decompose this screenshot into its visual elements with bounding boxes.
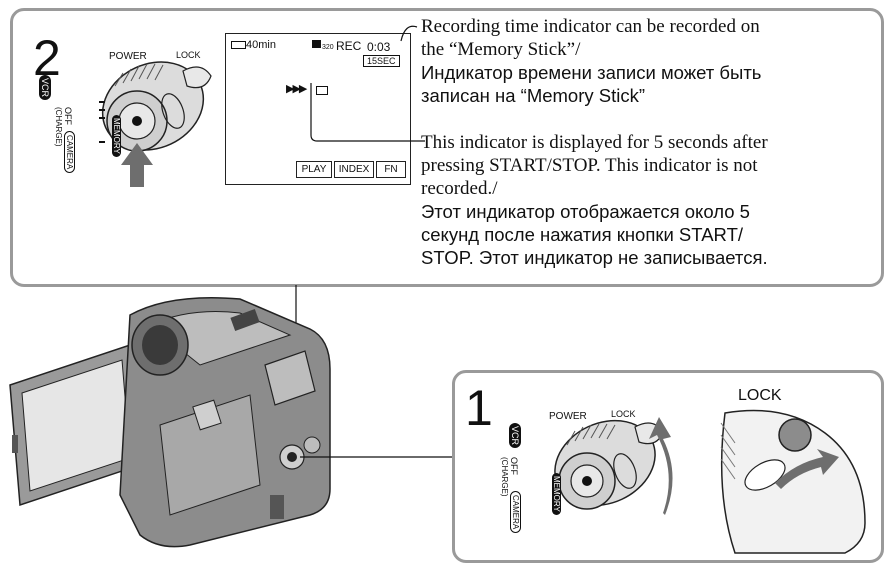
seconds-indicator: 15SEC	[363, 55, 400, 67]
step1-power-label: POWER	[549, 411, 587, 422]
note-recording-time: Recording time indicator can be recorded…	[421, 15, 761, 107]
step2-power-label: POWER	[109, 51, 147, 62]
step2-power-dial-illustration	[99, 61, 212, 187]
battery-remaining: 40min	[246, 39, 276, 51]
recording-time: 0:03	[367, 40, 391, 54]
lcd-screen: 40min 320 REC 0:03 15SEC ▶▶▶ PLAY INDEX …	[225, 33, 411, 185]
note2-en-line1: This indicator is displayed for 5 second…	[421, 132, 768, 153]
note-indicator-display: This indicator is displayed for 5 second…	[421, 131, 768, 269]
step1-lock-label: LOCK	[611, 409, 636, 419]
battery-icon	[231, 41, 246, 49]
step1-memory-label: MEMORY	[552, 473, 561, 515]
rec-mode: REC	[336, 39, 362, 53]
step2-lock-label: LOCK	[176, 50, 201, 60]
step1-charge-label: (CHARGE)	[500, 457, 509, 497]
note2-en-line2: pressing START/STOP. This indicator is n…	[421, 155, 758, 176]
note2-en-line3: recorded./	[421, 178, 498, 199]
image-size: 320	[322, 44, 334, 51]
image-size-icon	[312, 40, 321, 48]
note1-ru-line2: записан на “Memory Stick”	[421, 85, 646, 106]
note1-en-line2: the “Memory Stick”/	[421, 39, 581, 60]
note1-en-line1: Recording time indicator can be recorded…	[421, 16, 760, 37]
step2-panel: 2 POWER LOCK VCR OFF (CHARGE) CAMERA MEM…	[10, 8, 884, 287]
memory-stick-icon	[316, 86, 328, 95]
step1-off-label: OFF	[509, 457, 519, 475]
note2-ru-line1: Этот индикатор отображается около 5	[421, 201, 750, 222]
step1-camera-label: CAMERA	[510, 491, 521, 534]
callout-lines	[310, 25, 425, 142]
step1-power-dial-illustration	[554, 417, 673, 515]
note2-ru-line3: STOP. Этот индикатор не записывается.	[421, 247, 768, 268]
tape-arrows: ▶▶▶	[286, 83, 307, 95]
step1-number: 1	[465, 380, 493, 436]
lcd-index-button[interactable]: INDEX	[334, 161, 374, 178]
lcd-play-button[interactable]: PLAY	[296, 161, 332, 178]
note1-ru-line1: Индикатор времени записи может быть	[421, 62, 762, 83]
lock-closeup-label: LOCK	[738, 387, 782, 404]
lock-closeup-illustration	[720, 409, 866, 554]
lcd-fn-button[interactable]: FN	[376, 161, 406, 178]
note2-ru-line2: секунд после нажатия кнопки START/	[421, 224, 744, 245]
step1-vcr-label: VCR	[509, 423, 521, 449]
step1-panel: 1 POWER LOCK VCR OFF (CHARGE) CAMERA MEM…	[452, 370, 884, 563]
camcorder-illustration	[9, 285, 452, 548]
step2-number: 2	[33, 30, 61, 86]
